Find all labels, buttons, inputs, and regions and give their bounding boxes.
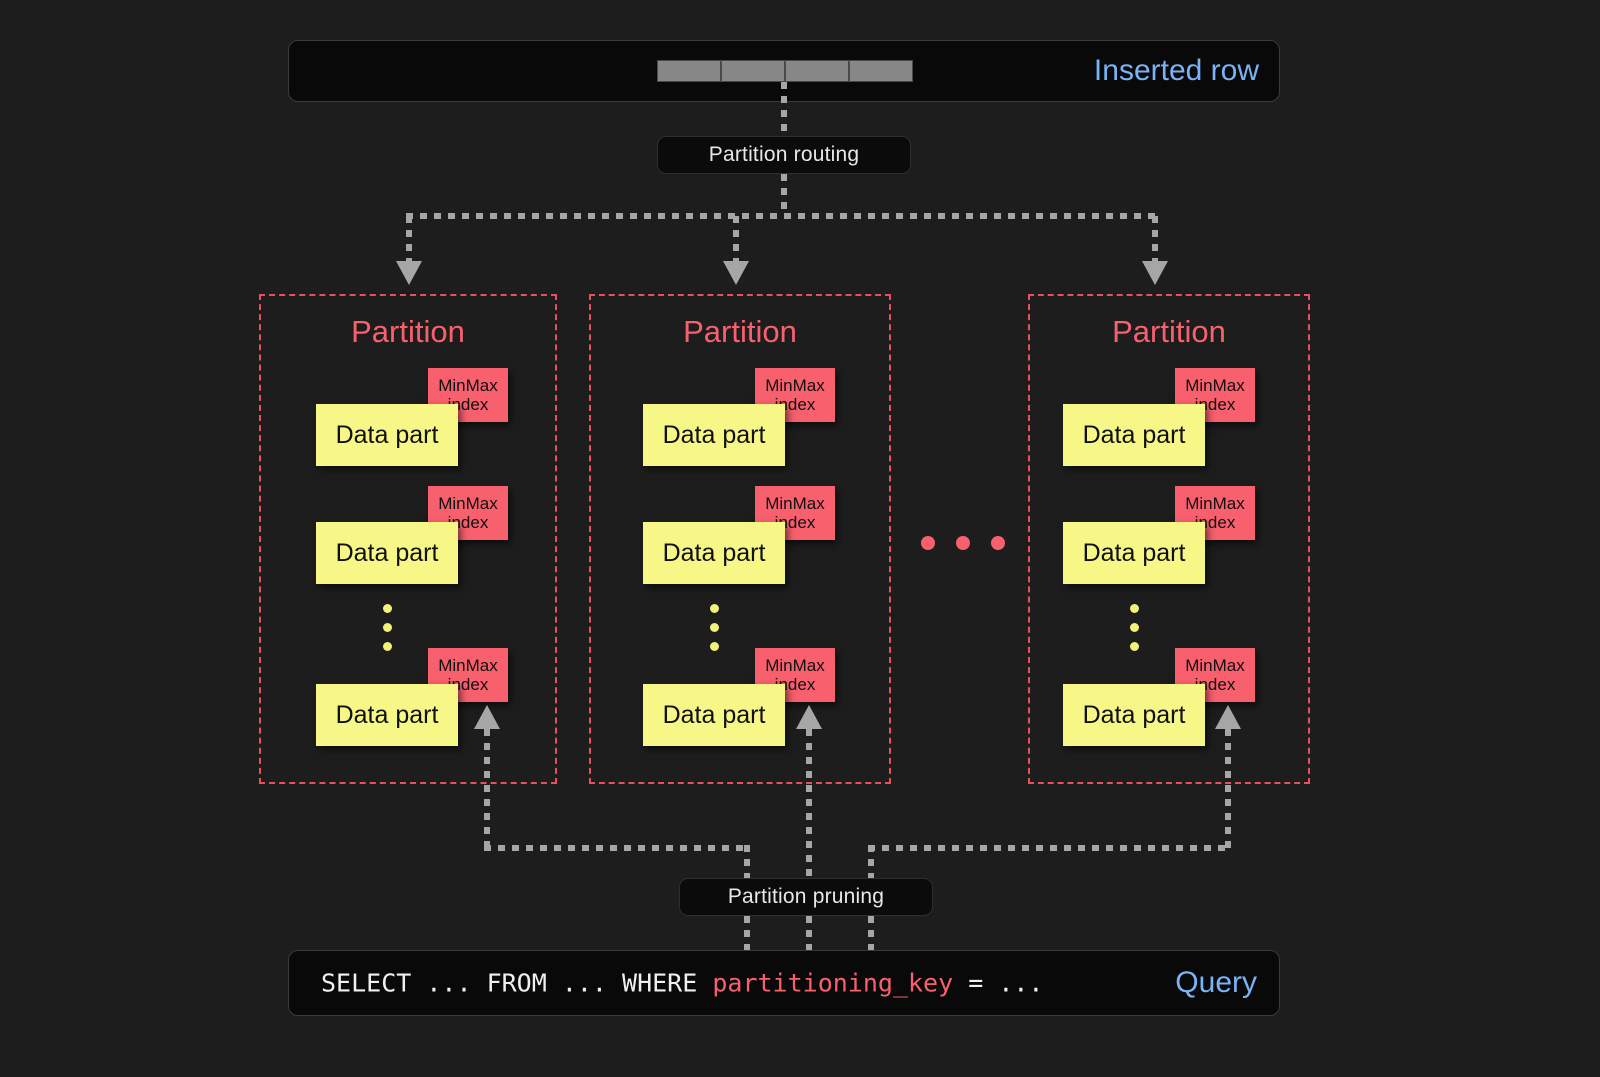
query-label: Query [1175,966,1257,999]
connector-pruning-bus-left [484,845,750,851]
partition-title: Partition [683,314,797,349]
connector-bus-to-partition-1 [406,216,412,263]
connector-bus-to-partition-2 [733,216,739,263]
minmax-index-line1: MinMax [765,655,825,675]
connector-partition-2-down [806,729,812,878]
partition-title: Partition [351,314,465,349]
partitions-horizontal-ellipsis [921,536,1005,550]
inserted-row-label: Inserted row [1093,54,1259,87]
partition-routing-label: Partition routing [708,143,860,166]
ellipsis-dot [991,536,1005,550]
data-part-box: Data part [1063,684,1205,746]
minmax-index-line1: MinMax [765,493,825,513]
ellipsis-dot [1130,623,1139,632]
minmax-index-line1: MinMax [438,493,498,513]
parts-vertical-ellipsis [383,604,392,651]
minmax-index-line1: MinMax [438,655,498,675]
query-prefix: SELECT ... FROM ... WHERE [321,968,713,998]
ellipsis-dot [383,623,392,632]
arrow-into-partition-3 [1142,261,1168,285]
ellipsis-dot [710,623,719,632]
ellipsis-dot [1130,604,1139,613]
arrow-into-partition-1 [396,261,422,285]
connector-routing-bus [406,213,1158,219]
ellipsis-dot [956,536,970,550]
partition-box-3: Partition MinMax index Data part MinMax … [1028,294,1310,784]
data-part-box: Data part [316,404,458,466]
partition-title: Partition [1112,314,1226,349]
connector-pruning-right-down [868,845,874,878]
partition-routing-box: Partition routing [657,136,911,174]
query-text: SELECT ... FROM ... WHERE partitioning_k… [321,969,1043,998]
connector-routing-down [781,174,787,216]
ellipsis-dot [383,642,392,651]
partition-pruning-label: Partition pruning [727,885,885,908]
data-part-box: Data part [1063,522,1205,584]
connector-partition-1-down [484,729,490,848]
ellipsis-dot [710,604,719,613]
partition-box-2: Partition MinMax index Data part MinMax … [589,294,891,784]
row-cell [657,60,721,82]
row-cell [785,60,849,82]
connector-bus-to-partition-3 [1152,216,1158,263]
data-part-box: Data part [643,522,785,584]
parts-vertical-ellipsis [1130,604,1139,651]
connector-pruning-bus-right [868,845,1231,851]
data-part-box: Data part [643,404,785,466]
partition-pruning-box: Partition pruning [679,878,933,916]
minmax-index-line1: MinMax [1185,375,1245,395]
partition-box-1: Partition MinMax index Data part MinMax … [259,294,557,784]
connector-pruning-to-query-left [744,916,750,950]
minmax-index-box: MinMax index [428,368,508,422]
connector-partition-3-down [1225,729,1231,848]
ellipsis-dot [921,536,935,550]
row-cell [721,60,785,82]
data-part-box: Data part [643,684,785,746]
arrow-out-of-partition-3 [1215,705,1241,729]
data-part-box: Data part [1063,404,1205,466]
ellipsis-dot [710,642,719,651]
ellipsis-dot [383,604,392,613]
connector-row-to-routing [781,82,787,136]
inserted-row-cells [657,60,913,82]
connector-pruning-to-query-mid [806,916,812,950]
row-cell [849,60,913,82]
query-suffix: = ... [953,968,1044,998]
ellipsis-dot [1130,642,1139,651]
arrow-out-of-partition-2 [796,705,822,729]
arrow-into-partition-2 [723,261,749,285]
connector-pruning-left-down [744,845,750,878]
data-part-box: Data part [316,522,458,584]
parts-vertical-ellipsis [710,604,719,651]
arrow-out-of-partition-1 [474,705,500,729]
query-partitioning-key: partitioning_key [712,968,954,998]
minmax-index-line1: MinMax [765,375,825,395]
connector-pruning-to-query-right [868,916,874,950]
minmax-index-line1: MinMax [1185,493,1245,513]
data-part-box: Data part [316,684,458,746]
minmax-index-line1: MinMax [1185,655,1245,675]
query-bar: SELECT ... FROM ... WHERE partitioning_k… [288,950,1280,1016]
minmax-index-line1: MinMax [438,375,498,395]
